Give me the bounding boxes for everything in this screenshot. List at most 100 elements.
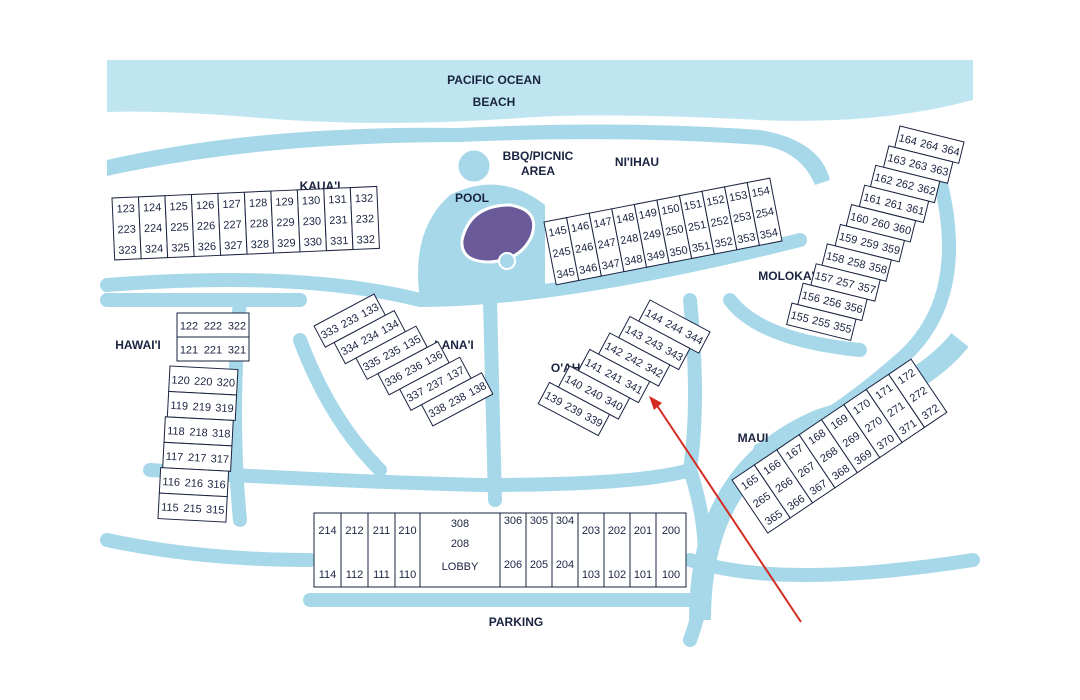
center-unit-box	[394, 512, 421, 588]
nihau-label: NI'IHAU	[615, 155, 659, 169]
kauai-unit-number: 231	[329, 214, 348, 227]
nihau-unit-number: 346	[578, 262, 598, 277]
nihau-unit-number: 253	[732, 210, 752, 225]
center-unit-number: 114	[319, 569, 337, 581]
hawaii-unit-box	[157, 492, 228, 523]
nihau-unit-number: 245	[552, 245, 572, 260]
center-unit-number: 304	[556, 515, 574, 527]
center-unit-number: 214	[318, 525, 336, 537]
nihau-unit-number: 148	[615, 211, 635, 226]
nihau-unit-box	[746, 177, 783, 246]
maui-drive	[689, 332, 969, 621]
molokai-unit-number: 161	[862, 191, 883, 207]
kauai-unit-number: 123	[116, 203, 135, 216]
molokai-unit-number: 364	[940, 143, 961, 159]
molokai-unit-number: 264	[919, 138, 940, 154]
ocean-area	[107, 60, 973, 123]
hawaii-unit-number: 220	[194, 376, 213, 389]
hawaii-unit-number: 219	[192, 401, 211, 414]
center-unit-box	[499, 512, 527, 588]
hawaii-unit-number: 319	[215, 402, 234, 415]
hawaii-unit-number: 318	[212, 428, 231, 441]
molokai-unit-number: 358	[867, 261, 888, 277]
molokai-unit-number: 263	[908, 157, 929, 173]
hawaii-unit-box	[176, 336, 250, 362]
nihau-unit-number: 350	[669, 244, 689, 259]
molokai-unit-number: 156	[800, 289, 821, 305]
kauai-unit-number: 327	[224, 240, 243, 253]
nihau-unit-number: 345	[556, 266, 576, 281]
center-unit-number: 206	[504, 559, 522, 571]
hawaii-unit-number: 122	[180, 320, 198, 332]
center-unit-number: 202	[608, 525, 626, 537]
molokai-unit-number: 355	[832, 320, 853, 336]
kauai-unit-number: 128	[249, 197, 268, 210]
molokai-unit-number: 359	[881, 241, 902, 257]
hawaii-unit-number: 217	[188, 452, 207, 465]
kauai-buildings: 1232233231242243241252253251262263261272…	[111, 185, 380, 261]
nihau-unit-number: 247	[597, 236, 617, 251]
hawaii-unit-number: 321	[228, 344, 246, 356]
molokai-unit-number: 363	[929, 163, 950, 179]
molokai-unit-number: 160	[849, 211, 870, 227]
lanai-unit-box	[420, 372, 494, 427]
molokai-unit-number: 260	[870, 216, 891, 232]
kauai-unit-number: 126	[196, 199, 215, 212]
oahu-buildings: 1442443441432433431422423421412413411402…	[537, 299, 711, 437]
center-unit-number: 211	[373, 525, 391, 537]
jacuzzi-circle	[455, 147, 493, 185]
oahu-cluster: 1442443441432433431422423421412413411402…	[537, 299, 711, 437]
kauai-unit-number: 324	[145, 243, 164, 256]
center-unit-number: 100	[662, 569, 680, 581]
kauai-unit-number: 225	[170, 221, 189, 234]
nihau-unit-number: 152	[706, 194, 726, 209]
hawaii-unit-number: 315	[206, 504, 225, 517]
nihau-unit-number: 347	[601, 257, 621, 272]
nihau-unit-number: 146	[570, 220, 590, 235]
pointer-arrow-head	[649, 396, 662, 410]
kauai-unit-number: 323	[118, 244, 137, 257]
lobby-unit: 308 208 LOBBY	[419, 512, 501, 588]
kauai-unit-number: 331	[330, 235, 349, 248]
kauai-unit-number: 232	[355, 213, 374, 226]
molokai-unit-number: 361	[905, 202, 926, 218]
molokai-unit-number: 157	[814, 270, 835, 286]
molokai-unit-number: 255	[811, 315, 832, 331]
beach-label: BEACH	[473, 95, 516, 109]
kauai-unit-number: 130	[302, 195, 321, 208]
kauai-unit-number: 326	[198, 241, 217, 254]
center-building: 214114212112211111210110309209 308 208 L…	[313, 512, 687, 588]
hawaii-unit-number: 215	[183, 503, 202, 516]
nihau-unit-number: 352	[714, 235, 734, 250]
molokai-unit-number: 356	[843, 300, 864, 316]
hawaii-unit-number: 316	[207, 478, 226, 491]
maui-unit-box	[887, 358, 948, 429]
center-unit-box	[340, 512, 369, 588]
